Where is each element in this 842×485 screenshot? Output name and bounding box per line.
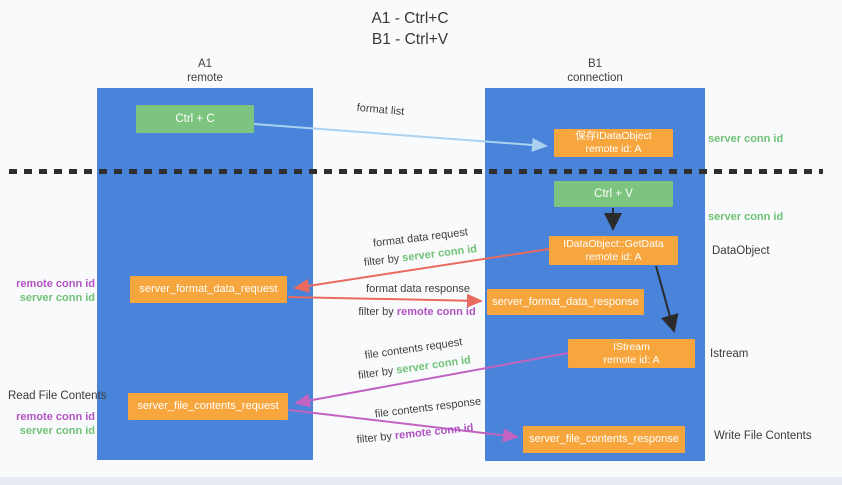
left-conn-id-stack-bottom: remote conn id server conn id: [10, 410, 95, 438]
node-server-file-contents-request: server_file_contents_request: [128, 393, 288, 420]
label-remote-conn-id-left-top: remote conn id: [16, 278, 95, 290]
label-server-conn-id-left-top: server conn id: [19, 292, 95, 304]
node-save-idataobject: 保存IDataObject remote id: A: [554, 129, 673, 157]
lane-a-header: A1 remote: [97, 57, 313, 85]
format-response-label: server_format_data_response: [492, 295, 639, 308]
label-format-data-response: format data response: [366, 283, 470, 295]
label-read-file-contents: Read File Contents: [8, 390, 107, 402]
label-server-conn-id-top: server conn id: [708, 133, 784, 145]
node-ctrl-c: Ctrl + C: [136, 105, 254, 133]
filter-by-text-1: filter by: [363, 252, 404, 269]
ctrl-v-label: Ctrl + V: [594, 187, 633, 200]
node-ctrl-v: Ctrl + V: [554, 181, 673, 207]
node-istream: IStream remote id: A: [568, 339, 695, 368]
lane-b-name: B1: [587, 58, 603, 70]
server-conn-id-inline-1: server conn id: [401, 243, 478, 265]
label-format-list: format list: [356, 101, 405, 119]
label-server-conn-id-mid: server conn id: [708, 211, 784, 223]
left-conn-id-stack-top: remote conn id server conn id: [10, 277, 95, 305]
label-remote-conn-id-left-bottom: remote conn id: [16, 411, 95, 423]
machine-boundary-dotted-line: [9, 169, 823, 174]
lane-a-name: A1: [197, 58, 213, 70]
label-istream: Istream: [710, 348, 749, 360]
server-conn-id-inline-2: server conn id: [395, 354, 472, 377]
label-filter-by-remote-conn-2: filter by remote conn id: [350, 421, 481, 447]
istream-line1: IStream: [613, 340, 650, 353]
arrow-format-data-response: [287, 293, 483, 308]
label-server-conn-id-left-bottom: server conn id: [19, 425, 95, 437]
title-line-1: A1 - Ctrl+C: [371, 10, 449, 27]
getdata-line2: remote id: A: [585, 250, 642, 263]
node-idataobject-getdata: IDataObject::GetData remote id: A: [549, 236, 678, 265]
label-dataobject: DataObject: [712, 245, 770, 257]
save-idataobject-line2: remote id: A: [585, 143, 642, 155]
lane-a-subtitle: remote: [187, 72, 223, 84]
save-idataobject-line1: 保存IDataObject: [575, 130, 652, 142]
label-write-file-contents: Write File Contents: [714, 430, 812, 442]
filter-by-text-3: filter by: [357, 364, 398, 382]
node-server-format-data-response: server_format_data_response: [487, 289, 644, 315]
getdata-line1: IDataObject::GetData: [563, 237, 664, 250]
title-line-2: B1 - Ctrl+V: [371, 31, 449, 48]
label-filter-by-remote-conn-1: filter by remote conn id: [352, 306, 482, 318]
lane-b-subtitle: connection: [567, 72, 623, 84]
node-server-file-contents-response: server_file_contents_response: [523, 426, 685, 453]
ctrl-c-label: Ctrl + C: [175, 112, 215, 125]
filter-by-text-2: filter by: [358, 306, 397, 318]
istream-line2: remote id: A: [603, 353, 660, 366]
lane-b-header: B1 connection: [485, 57, 705, 85]
node-server-format-data-request: server_format_data_request: [130, 276, 287, 303]
diagram-title: A1 - Ctrl+C B1 - Ctrl+V: [298, 8, 522, 50]
bottom-edge-strip: [0, 477, 842, 485]
label-file-contents-response: file contents response: [374, 395, 482, 421]
file-request-label: server_file_contents_request: [137, 400, 279, 412]
remote-conn-id-inline-1: remote conn id: [396, 306, 476, 318]
file-response-label: server_file_contents_response: [529, 433, 679, 445]
format-request-label: server_format_data_request: [139, 283, 278, 295]
remote-conn-id-inline-2: remote conn id: [394, 421, 474, 443]
filter-by-text-4: filter by: [356, 430, 396, 447]
